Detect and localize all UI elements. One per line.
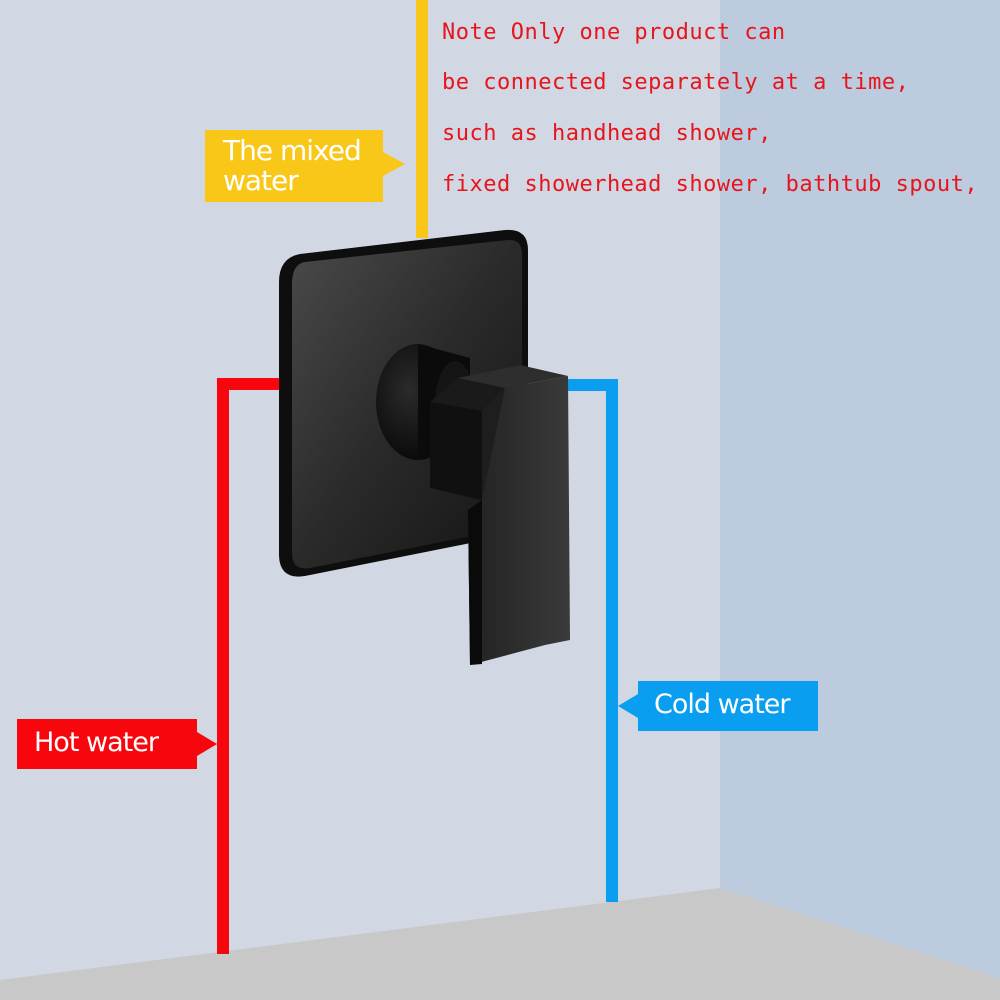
callout-pointer-icon [383,152,405,176]
note-line-3: such as handhead shower, [442,121,772,146]
mixed-water-label: The mixed water [223,134,362,197]
note-line-2: be connected separately at a time, [442,70,910,95]
cold-water-callout: Cold water [618,681,818,731]
lever-handle [430,365,570,665]
cold-water-pipe [568,379,618,902]
mixed-water-label-line2: water [223,164,299,197]
right-wall [720,0,1000,1000]
mixed-water-callout: The mixed water [205,130,405,202]
note-line-4: fixed showerhead shower, bathtub spout, [442,172,979,197]
callout-pointer-icon [197,732,217,756]
hot-water-pipe [217,378,281,954]
cold-water-label: Cold water [654,689,791,720]
callout-pointer-icon [618,694,638,718]
mixed-water-pipe [416,0,428,238]
note-line-1: Note Only one product can [442,20,786,45]
mixed-water-label-line1: The mixed [223,134,362,167]
hot-water-label: Hot water [34,727,159,758]
floor [0,888,1000,1000]
hot-water-callout: Hot water [17,719,217,769]
